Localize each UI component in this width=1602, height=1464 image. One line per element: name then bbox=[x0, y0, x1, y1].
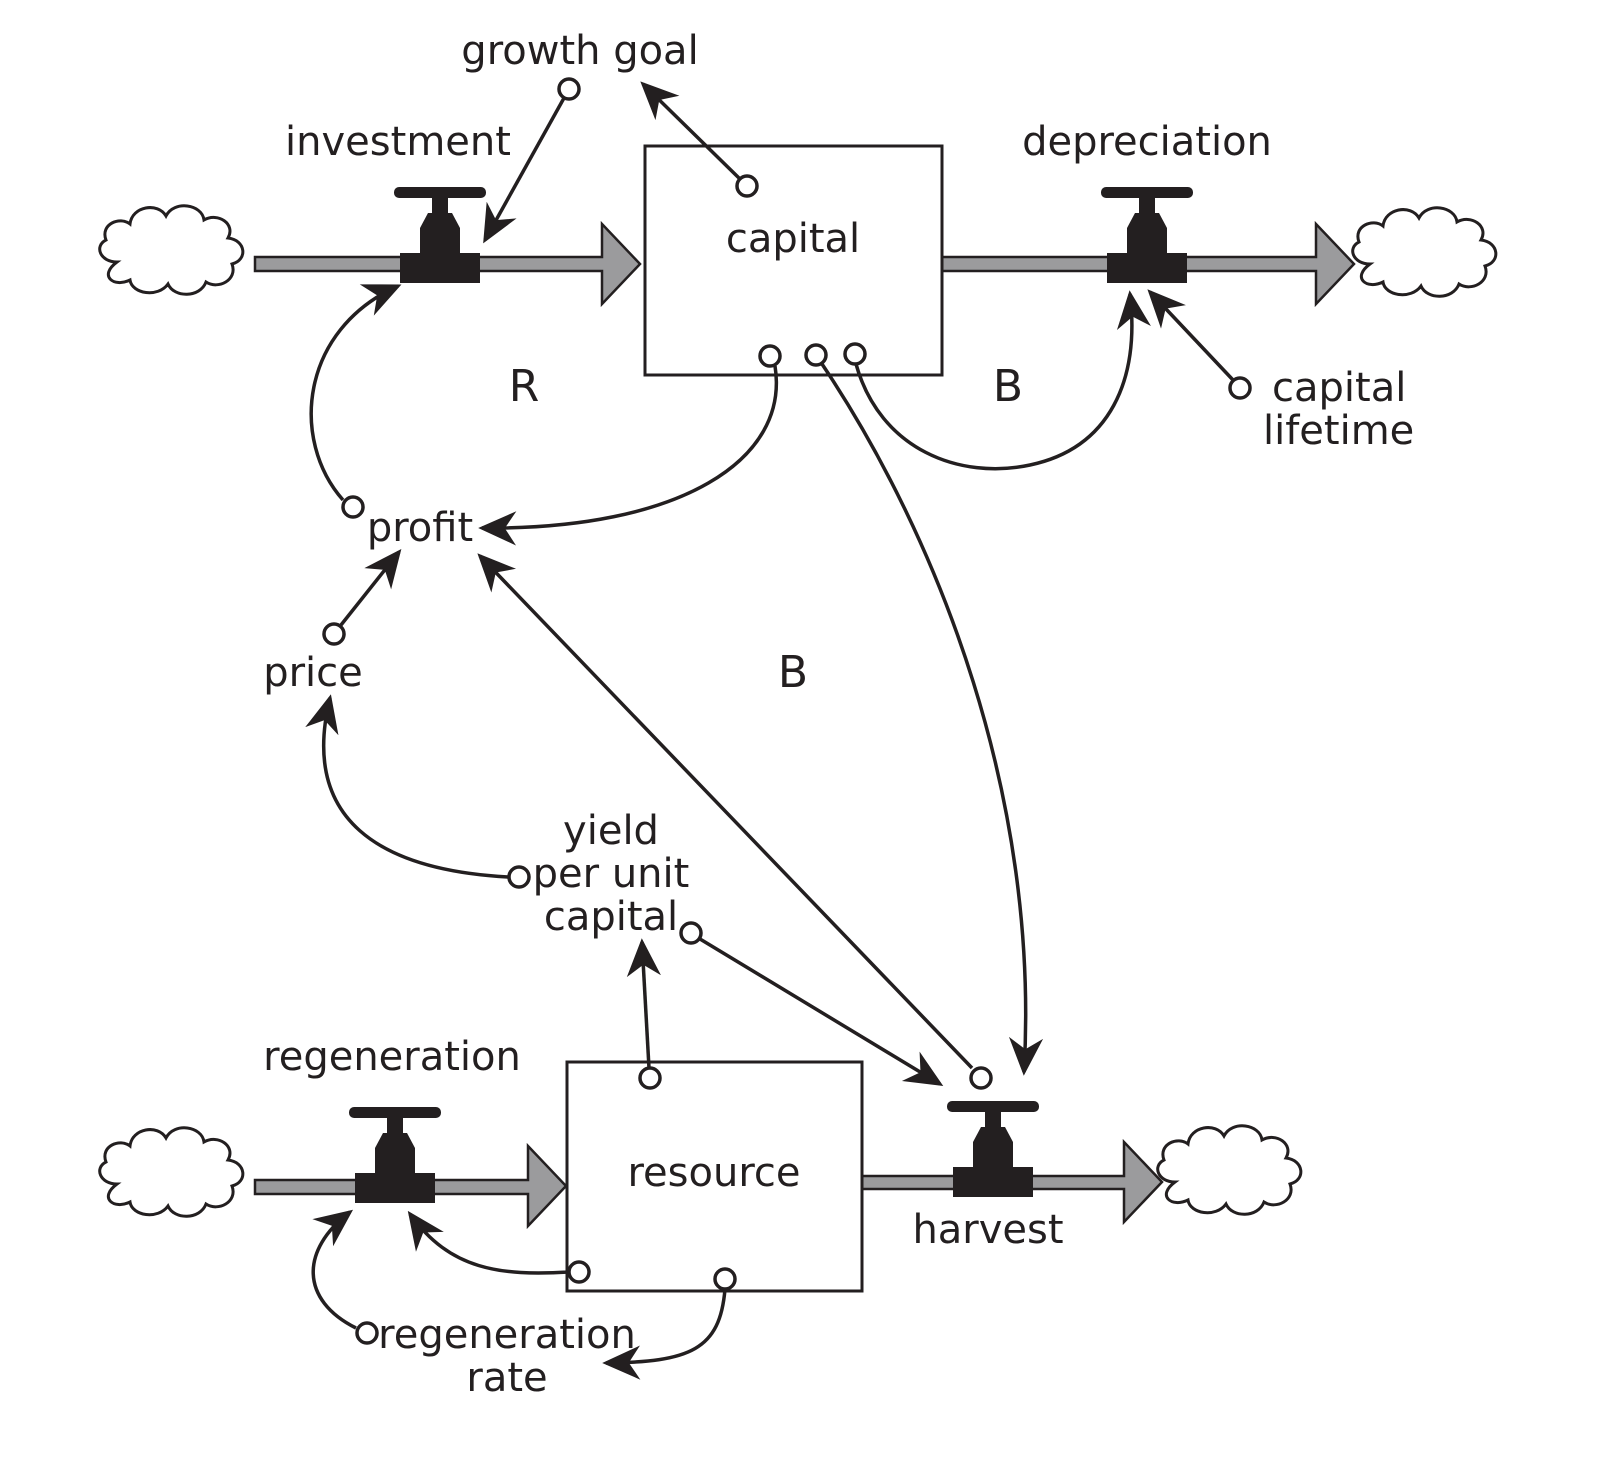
harvest-label: harvest bbox=[912, 1207, 1063, 1253]
link-price-to-profit bbox=[322, 549, 402, 646]
harvest-valve: harvest bbox=[912, 1101, 1064, 1253]
link-capital-to-profit bbox=[478, 344, 782, 546]
link-resource-to-yield bbox=[626, 938, 662, 1090]
link-resource-to-regeneration-rate bbox=[602, 1267, 737, 1380]
capital-lifetime-label-line2: lifetime bbox=[1263, 408, 1414, 454]
depreciation-label: depreciation bbox=[1022, 119, 1272, 165]
source-cloud-regeneration bbox=[98, 1126, 245, 1218]
sink-cloud-harvest bbox=[1156, 1124, 1303, 1216]
regeneration-rate-label-line1: regeneration bbox=[378, 1312, 636, 1358]
yield-label-line1: yield bbox=[563, 808, 659, 854]
link-yield-to-harvest bbox=[679, 921, 944, 1086]
link-capital-lifetime-to-depreciation bbox=[1147, 289, 1252, 400]
link-harvest-to-profit bbox=[477, 553, 993, 1090]
link-growth-goal-to-investment bbox=[483, 77, 581, 244]
link-yield-to-price bbox=[305, 694, 531, 889]
link-profit-to-investment bbox=[309, 284, 402, 519]
yield-label-line2: per unit bbox=[533, 851, 690, 897]
investment-valve: investment bbox=[285, 119, 511, 283]
link-regeneration-rate-to-regeneration bbox=[311, 1209, 379, 1345]
loop-marker-balancing-depreciation: B bbox=[993, 361, 1023, 412]
growth-goal-label: growth goal bbox=[461, 28, 698, 74]
capital-lifetime-label-line1: capital bbox=[1272, 365, 1406, 411]
depreciation-valve: depreciation bbox=[1022, 119, 1272, 283]
regeneration-label: regeneration bbox=[263, 1034, 521, 1080]
link-capital-to-harvest bbox=[804, 343, 1044, 1076]
price-label: price bbox=[263, 650, 363, 696]
link-resource-to-regeneration bbox=[407, 1210, 591, 1284]
loop-marker-reinforcing: R bbox=[509, 361, 540, 412]
source-cloud-investment bbox=[98, 204, 245, 296]
capital-stock-label: capital bbox=[726, 216, 860, 262]
profit-label: profit bbox=[367, 505, 473, 551]
regeneration-rate-label-line2: rate bbox=[466, 1355, 547, 1401]
link-capital-to-growth-goal bbox=[640, 81, 759, 198]
regeneration-valve: regeneration bbox=[263, 1034, 521, 1203]
resource-stock-label: resource bbox=[627, 1150, 800, 1196]
capital-stock: capital bbox=[643, 144, 944, 377]
resource-stock: resource bbox=[565, 1060, 864, 1293]
yield-label-line3: capital bbox=[544, 894, 678, 940]
investment-label: investment bbox=[285, 119, 511, 165]
sink-cloud-depreciation bbox=[1351, 206, 1498, 298]
loop-marker-balancing-harvest: B bbox=[778, 647, 808, 698]
link-capital-to-depreciation bbox=[843, 290, 1151, 471]
